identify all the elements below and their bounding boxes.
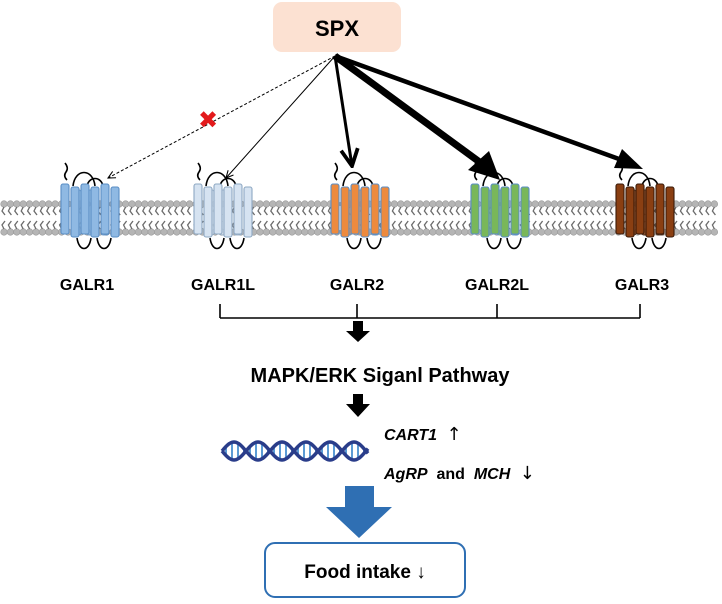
arrow-spx-galr2l	[332, 53, 488, 169]
receptor-galr1	[60, 162, 120, 250]
gene-line-cart1: CART1 ↑	[384, 424, 462, 445]
receptor-label-galr3: GALR3	[615, 277, 669, 294]
gene-cart1: CART1	[384, 427, 437, 444]
gene-regulation: CART1 ↑ AgRP and MCH ↓	[383, 424, 535, 484]
outcome-box	[264, 542, 466, 598]
receptor-label-galr1l: GALR1L	[191, 277, 255, 294]
arrow-spx-galr2	[333, 55, 352, 166]
up-arrow-icon: ↑	[447, 424, 462, 445]
gene-mch: MCH	[474, 466, 511, 483]
receptor-galr1l	[193, 162, 253, 250]
down-arrow-to-pathway	[346, 321, 370, 342]
spx-box	[273, 2, 401, 52]
gene-agrp: AgRP	[383, 466, 428, 483]
gene-line-agrp-mch: AgRP and MCH ↓	[383, 463, 535, 484]
no-binding-cross-icon: ✖	[198, 106, 218, 134]
outcome-label: Food intake ↓	[304, 562, 425, 583]
big-down-arrow	[326, 486, 392, 538]
convergence-bracket	[219, 304, 641, 319]
dna-icon	[220, 440, 370, 462]
receptor-galr3	[615, 162, 675, 250]
pathway-label: MAPK/ERK Siganl Pathway	[251, 365, 511, 387]
outcome-node: Food intake ↓	[264, 542, 466, 598]
receptor-label-galr2: GALR2	[330, 277, 384, 294]
receptors	[60, 162, 675, 250]
arrow-spx-galr3	[334, 53, 631, 166]
arrow-spx-galr1	[108, 55, 336, 178]
receptor-label-galr2l: GALR2L	[465, 277, 529, 294]
down-arrow-icon: ↓	[520, 463, 535, 484]
arrow-spx-galr3-head	[614, 149, 643, 169]
spx-label: SPX	[315, 16, 359, 41]
gene-connector: and	[432, 466, 469, 483]
spx-node: SPX	[273, 2, 401, 52]
receptor-galr2l	[470, 162, 530, 250]
receptor-label-galr1: GALR1	[60, 277, 114, 294]
down-arrow-to-genes	[346, 394, 370, 417]
receptor-galr2	[330, 162, 390, 250]
receptor-labels: GALR1 GALR1L GALR2 GALR2L GALR3	[60, 277, 669, 294]
binding-arrows: ✖	[108, 53, 643, 180]
arrow-spx-galr1l	[226, 55, 336, 178]
